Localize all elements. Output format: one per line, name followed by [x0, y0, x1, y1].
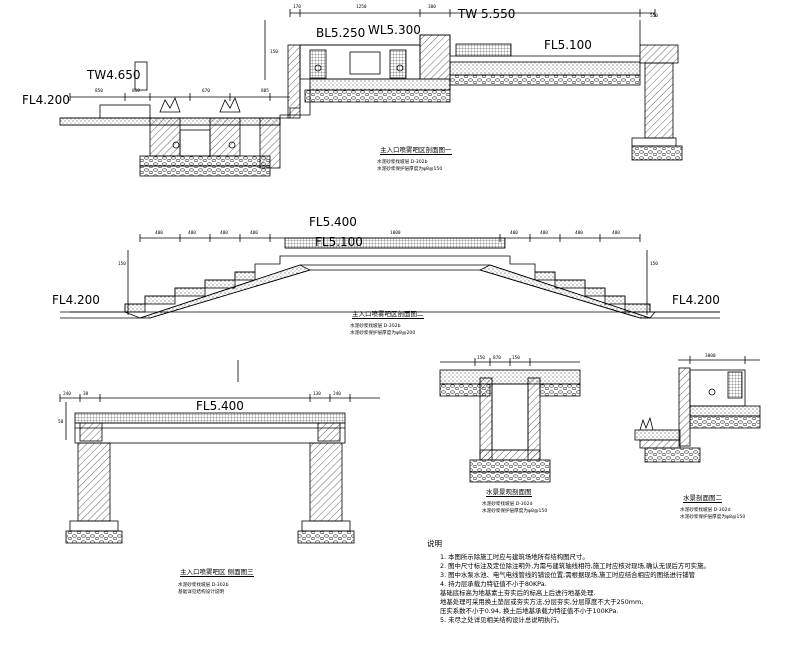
- level-fl-left-2: FL4.200: [52, 293, 100, 307]
- section-1-sub-2: 水泥砂浆保护层厚度为φ8@150: [377, 167, 443, 172]
- dim-bottom-b: 38: [83, 392, 89, 397]
- dim-stair-mid: 1000: [390, 231, 401, 236]
- dim-left-2: 850: [132, 89, 140, 94]
- level-fl-mid-top: FL5.400: [309, 215, 357, 229]
- section-2-sub-2: 水泥砂浆保护层厚度为φ8@200: [350, 331, 416, 336]
- dim-stair-5: 400: [510, 231, 518, 236]
- dim-stair-1: 400: [155, 231, 163, 236]
- water-section-drawing: [634, 356, 761, 463]
- notes-line-2: 2. 图中尺寸标注及定位除注明外,为需与建筑轴线相符,施工时应核对现场,确认无误…: [440, 562, 710, 570]
- level-tw-top: TW 5.550: [458, 7, 516, 21]
- dim-top-4: 550: [650, 14, 658, 19]
- dim-bottom-e: 50: [58, 420, 64, 425]
- dim-left-1: 850: [95, 89, 103, 94]
- pool-title: 水景景观剖面图: [486, 488, 532, 497]
- pool-section-drawing: [439, 358, 581, 483]
- section-2-sub-1: 水泥砂浆找坡层 D-302b: [350, 324, 401, 329]
- notes-heading: 说明: [427, 539, 442, 548]
- dim-top-3: 300: [428, 5, 436, 10]
- dim-stair-7: 400: [575, 231, 583, 236]
- dim-height-right: 150: [650, 262, 658, 267]
- section-3-sub-1: 水泥砂浆找坡层 D-302b: [178, 583, 229, 588]
- dim-stair-6: 400: [540, 231, 548, 236]
- level-fl-bottom: FL5.400: [196, 399, 244, 413]
- dim-left-3: 670: [202, 89, 210, 94]
- notes-line-6: 地基处理可采用换土垫层或夯实方法,分层夯实,分层厚度不大于250mm,: [440, 598, 644, 606]
- water-sub-1: 水泥砂浆找坡层 D-302d: [680, 508, 731, 513]
- dim-pool-c: 150: [512, 356, 520, 361]
- dim-height-left: 150: [118, 262, 126, 267]
- dim-stair-8: 400: [612, 231, 620, 236]
- dim-top-2: 1250: [356, 5, 367, 10]
- level-fl-top-right: FL5.100: [544, 38, 592, 52]
- dim-pool-top: 3000: [705, 354, 716, 359]
- notes-line-5: 基础底标高为地基素土夯实后的标高上后进行地基处理.: [440, 589, 596, 597]
- section-1-title: 主入口喷雾吧区剖面图一: [380, 146, 452, 155]
- dim-top-1: 170: [293, 5, 301, 10]
- section-3-title: 主入口喷雾吧区 侧面图三: [180, 568, 254, 577]
- water-title: 水景剖面图二: [683, 494, 722, 503]
- dim-stair-3: 400: [220, 231, 228, 236]
- notes-line-1: 1. 本图所示除施工时应与建筑场地所有结构图尺寸。: [440, 553, 589, 561]
- level-fl-mid-inner: FL5.100: [315, 235, 363, 249]
- level-bl: BL5.250: [316, 26, 366, 40]
- dim-left-4: 885: [261, 89, 269, 94]
- level-tw-left: TW4.650: [87, 68, 141, 82]
- dim-pool-b: 870: [493, 356, 501, 361]
- dim-stair-2: 400: [188, 231, 196, 236]
- notes-line-3: 3. 图中水泵水池、电气电线管线的铺设位置,需根据现场,施工时应结合相应的图纸进…: [440, 571, 696, 579]
- section-3-drawing: [59, 360, 380, 544]
- dim-bottom-a: 240: [63, 392, 71, 397]
- dim-col: 150: [270, 50, 278, 55]
- notes-line-7: 压实系数不小于0.94, 换土后地基承载力特征值不小于100KPa.: [440, 607, 619, 615]
- dim-bottom-d: 240: [333, 392, 341, 397]
- level-wl: WL5.300: [368, 23, 421, 37]
- level-fl-left-1: FL4.200: [22, 93, 70, 107]
- section-1-drawing: [59, 9, 683, 177]
- notes-line-8: 5. 未尽之处详见相关结构设计总说明执行。: [440, 616, 564, 624]
- section-3-sub-2: 基础详见结构设计说明: [178, 590, 224, 595]
- dim-bottom-c: 130: [313, 392, 321, 397]
- notes-line-4: 4. 持力层承载力特征值不小于80KPa.: [440, 580, 547, 588]
- section-2-title: 主入口喷雾吧区剖面图二: [352, 310, 424, 319]
- level-fl-right-2: FL4.200: [672, 293, 720, 307]
- pool-sub-2: 水泥砂浆保护层厚度为φ8@150: [482, 509, 548, 514]
- dim-stair-4: 400: [250, 231, 258, 236]
- pool-sub-1: 水泥砂浆找坡层 D-302d: [482, 502, 533, 507]
- dim-pool-a: 150: [477, 356, 485, 361]
- section-2-drawing: [60, 234, 720, 319]
- section-1-sub-1: 水泥砂浆找坡层 D-302b: [377, 160, 428, 165]
- water-sub-2: 水泥砂浆保护层厚度为φ8@150: [680, 515, 746, 520]
